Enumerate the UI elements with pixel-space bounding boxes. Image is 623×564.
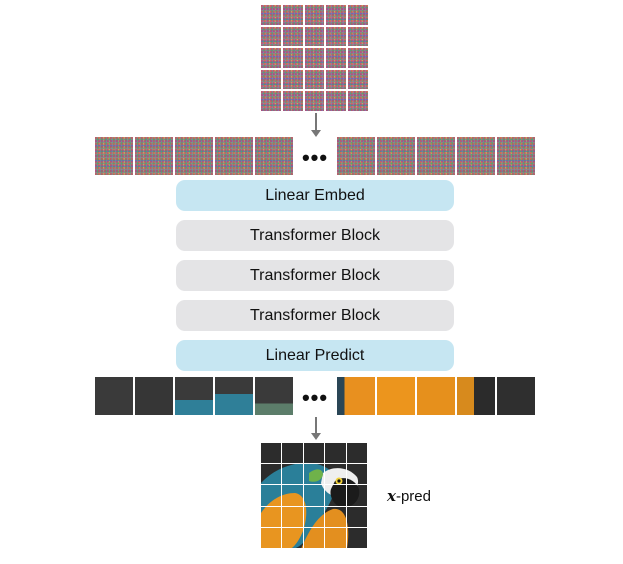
noise-patch bbox=[261, 26, 281, 47]
noise-patch bbox=[282, 91, 303, 111]
noise-patch bbox=[326, 5, 347, 25]
predicted-token-sequence: ••• bbox=[95, 377, 535, 415]
noisy-token bbox=[95, 137, 133, 175]
noisy-token bbox=[457, 137, 495, 175]
noisy-token bbox=[417, 137, 455, 175]
predicted-token bbox=[175, 377, 213, 415]
ellipsis: ••• bbox=[301, 145, 329, 170]
transformer-block: Transformer Block bbox=[176, 260, 454, 291]
transformer-block: Transformer Block bbox=[176, 300, 454, 331]
noise-patch bbox=[326, 91, 347, 111]
noisy-token bbox=[337, 137, 375, 175]
predicted-token bbox=[457, 377, 495, 415]
caption-variable: x bbox=[387, 487, 396, 505]
noise-patch bbox=[261, 69, 281, 90]
noise-patch bbox=[304, 48, 325, 68]
arrow-down-icon bbox=[310, 417, 322, 442]
predicted-token bbox=[215, 377, 253, 415]
noisy-token bbox=[497, 137, 535, 175]
noise-patch bbox=[282, 26, 303, 47]
noise-patch bbox=[282, 5, 303, 25]
noise-patch bbox=[348, 48, 368, 68]
predicted-token bbox=[135, 377, 173, 415]
noise-patch bbox=[348, 5, 368, 25]
noisy-token bbox=[135, 137, 173, 175]
predicted-token bbox=[95, 377, 133, 415]
noise-patch bbox=[326, 69, 347, 90]
noise-patch bbox=[348, 91, 368, 111]
noise-patch bbox=[304, 5, 325, 25]
noise-patch bbox=[282, 48, 303, 68]
noisy-token bbox=[377, 137, 415, 175]
ellipsis: ••• bbox=[301, 385, 329, 410]
linear-embed-block: Linear Embed bbox=[176, 180, 454, 211]
predicted-token bbox=[417, 377, 455, 415]
linear-predict-block: Linear Predict bbox=[176, 340, 454, 371]
noisy-token bbox=[215, 137, 253, 175]
predicted-image bbox=[261, 443, 368, 549]
caption-suffix: -pred bbox=[395, 488, 431, 505]
noise-patch bbox=[348, 69, 368, 90]
noisy-token bbox=[255, 137, 293, 175]
noise-patch bbox=[261, 48, 281, 68]
noise-patch bbox=[261, 91, 281, 111]
noisy-input-image bbox=[261, 5, 368, 111]
noise-patch bbox=[326, 48, 347, 68]
noisy-token bbox=[175, 137, 213, 175]
predicted-token bbox=[377, 377, 415, 415]
noise-patch bbox=[261, 5, 281, 25]
predicted-token bbox=[337, 377, 375, 415]
arrow-down-icon bbox=[310, 113, 322, 138]
noisy-token-sequence: ••• bbox=[95, 137, 535, 175]
noise-patch bbox=[348, 26, 368, 47]
transformer-block: Transformer Block bbox=[176, 220, 454, 251]
predicted-token bbox=[497, 377, 535, 415]
output-caption: x-pred bbox=[387, 487, 431, 505]
patch-grid bbox=[261, 443, 368, 549]
noise-patch bbox=[304, 69, 325, 90]
noise-patch bbox=[304, 26, 325, 47]
noise-patch bbox=[304, 91, 325, 111]
noise-patch bbox=[282, 69, 303, 90]
predicted-token bbox=[255, 377, 293, 415]
noise-patch bbox=[326, 26, 347, 47]
